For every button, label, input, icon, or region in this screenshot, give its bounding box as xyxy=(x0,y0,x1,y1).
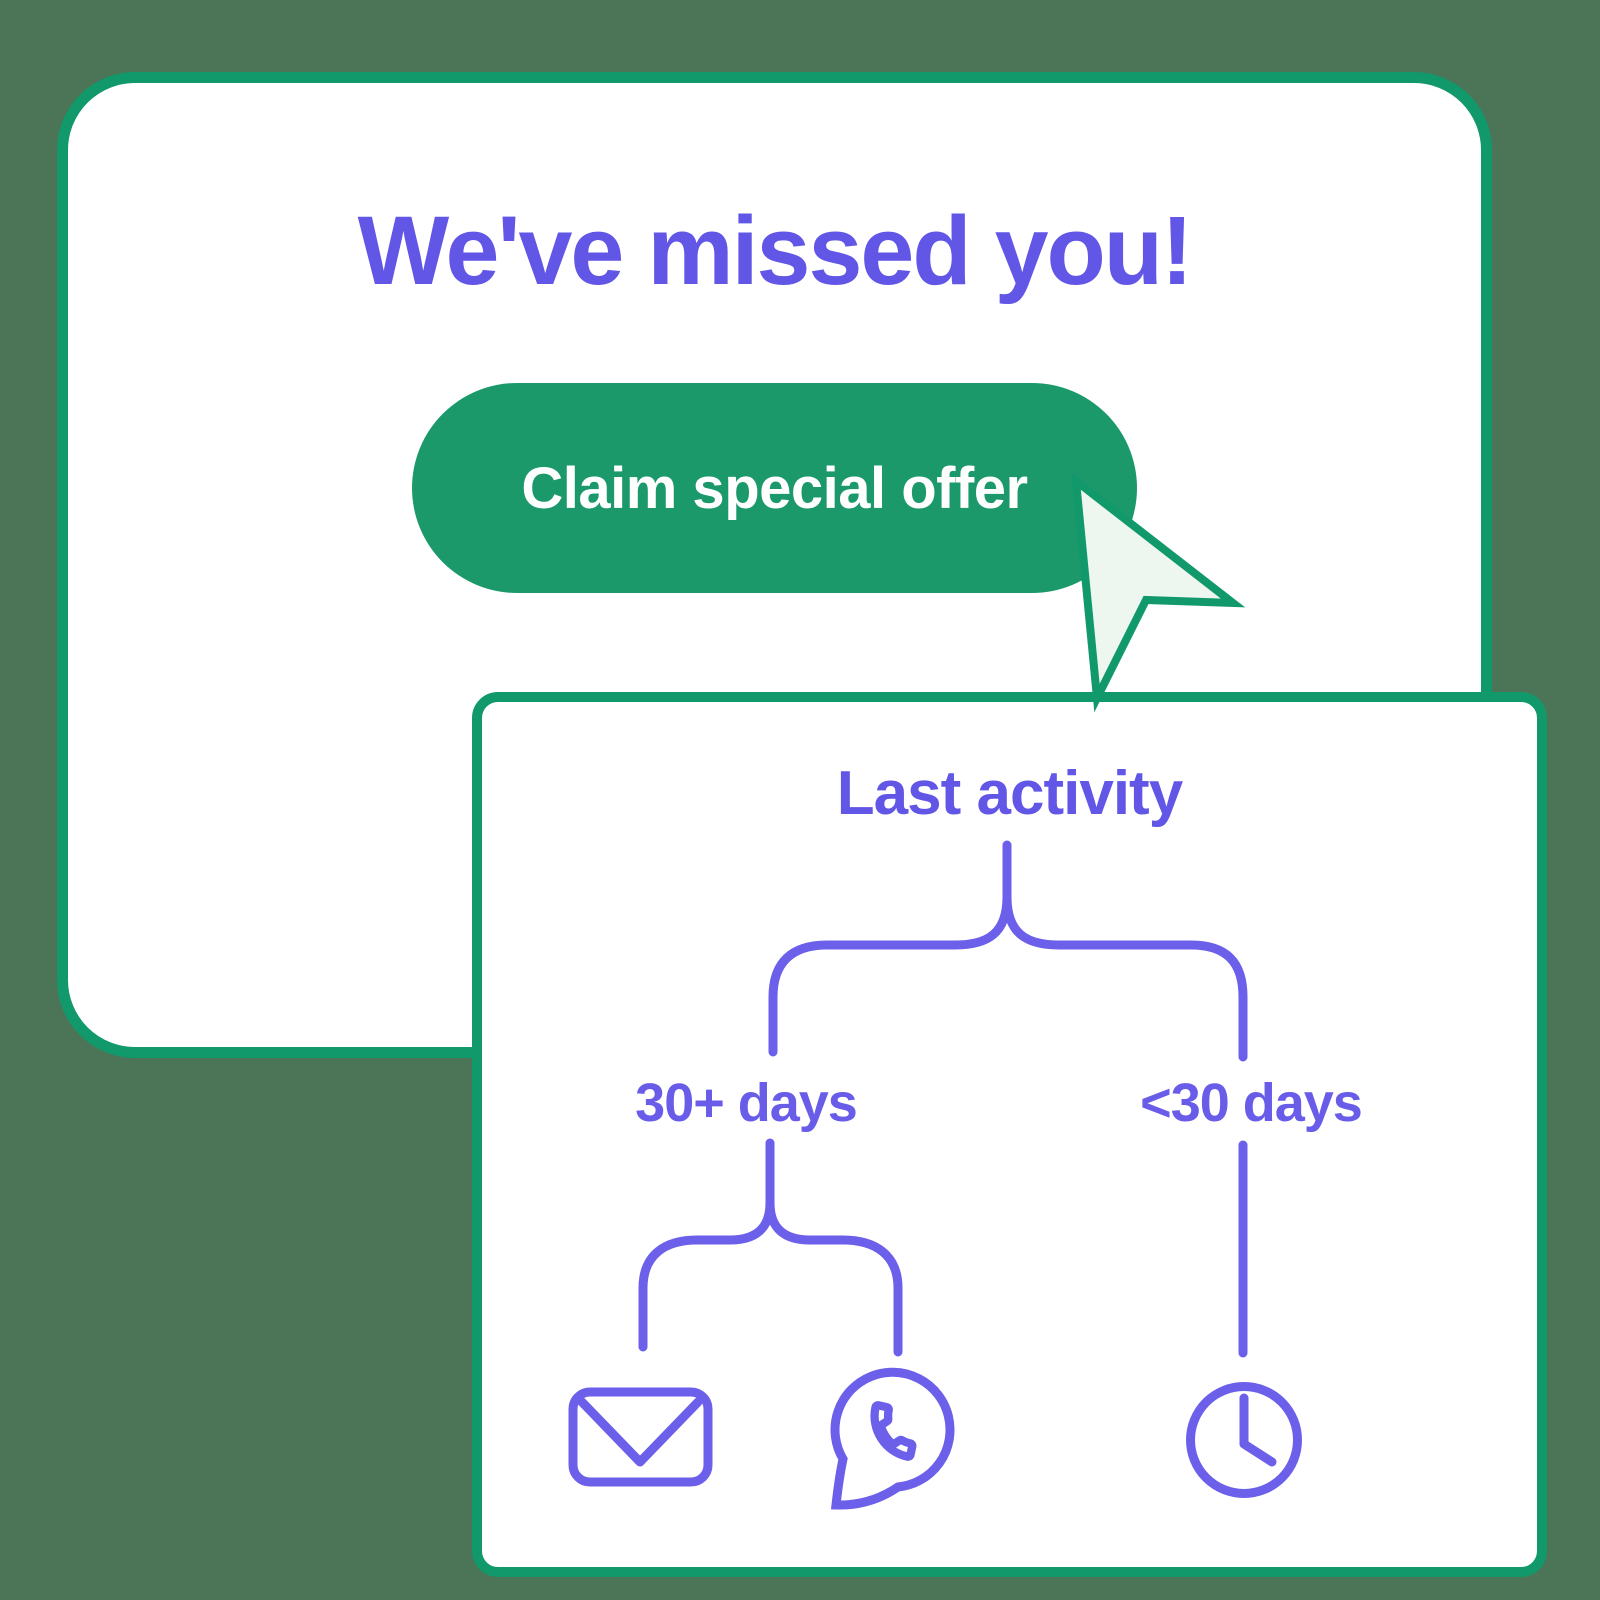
claim-offer-button[interactable]: Claim special offer xyxy=(412,383,1137,593)
branch-label-30plus-days: 30+ days xyxy=(635,1073,858,1133)
flow-card: Last activity 30+ days <30 days xyxy=(472,692,1547,1577)
flow-root-label: Last activity xyxy=(836,759,1183,828)
promo-heading: We've missed you! xyxy=(357,196,1194,305)
claim-offer-button-label: Claim special offer xyxy=(521,455,1028,521)
branch-label-under-30-days: <30 days xyxy=(1140,1073,1363,1133)
